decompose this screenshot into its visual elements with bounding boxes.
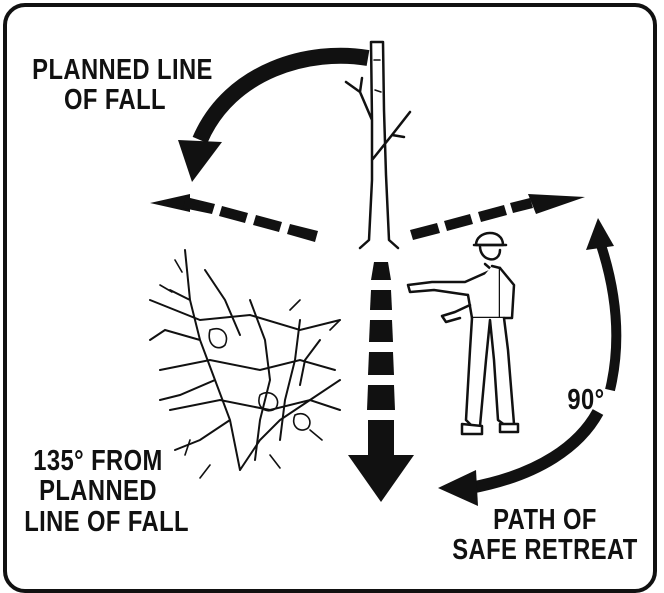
fall-direction-arrow xyxy=(178,47,370,182)
angle-90-text: 90° xyxy=(567,384,605,416)
path-of-safe-retreat-line-2: SAFE RETREAT xyxy=(452,534,638,567)
angle-135-line-3: LINE OF FALL xyxy=(24,505,189,538)
angle-135-line-1: 135° FROM xyxy=(33,445,163,477)
brush-pile-icon xyxy=(149,249,341,479)
down-dashed-arrow xyxy=(348,262,414,502)
worker-icon xyxy=(406,231,520,436)
planned-line-of-fall-label: PLANNED LINE OF FALL xyxy=(32,54,213,117)
tree-icon xyxy=(344,40,412,250)
path-of-safe-retreat-label: PATH OF SAFE RETREAT xyxy=(451,505,640,566)
planned-line-of-fall-line-1: PLANNED LINE xyxy=(32,54,213,86)
angle-90-label: 90° xyxy=(561,384,610,416)
angle-135-label: 135° FROM PLANNED LINE OF FALL xyxy=(24,445,189,538)
angle-135-line-2: PLANNED xyxy=(39,475,157,508)
planned-line-of-fall-line-2: OF FALL xyxy=(64,84,166,117)
retreat-angle-arrow xyxy=(438,218,622,506)
felling-diagram xyxy=(149,40,622,506)
right-dashed-arrow xyxy=(410,194,585,240)
left-dashed-arrow xyxy=(150,194,318,242)
path-of-safe-retreat-line-1: PATH OF xyxy=(493,504,597,536)
